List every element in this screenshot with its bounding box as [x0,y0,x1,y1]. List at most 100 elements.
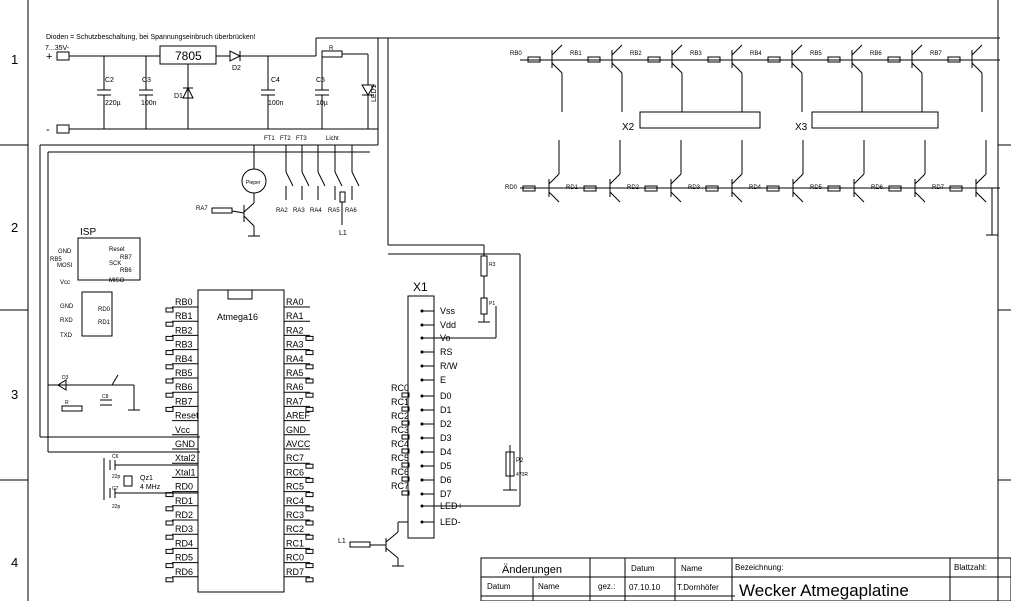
mcu-pin-label: RA2 [286,325,304,335]
lcd-pin-label: D7 [440,489,452,499]
mcu-pin-label: Reset [175,411,199,421]
l1-label: L1 [339,230,347,237]
mcu-right-pins: RA0RA1RA2RA3RA4RA5RA6RA7AREFGNDAVCCRC7RC… [284,297,314,583]
d2-label: D2 [232,65,241,72]
lcd-contrast: R3 P1 P2 470R L1 [338,244,528,567]
mcu-pin-label: RB1 [175,311,193,321]
mcu-pin-label: RD4 [175,538,193,548]
svg-text:R: R [65,400,69,406]
lcd-pins: VssVddVoRSR/WED0D1D2D3D4D5D6D7LED+LED-RC… [391,306,463,527]
svg-text:RB6: RB6 [120,268,132,274]
mcu-pin-label: GND [175,439,196,449]
title-block: Änderungen Datum Name Datum Name gez.: 0… [480,557,1011,601]
serial-header [81,291,113,337]
svg-text:SCK: SCK [109,261,121,267]
ft2-label: FT2 [280,136,291,142]
mcu-pin-label: RC3 [286,510,304,520]
plus-label: + [46,51,52,63]
note-text: Dioden = Schutzbeschaltung, bei Spannung… [46,34,256,41]
lcd-pin-label: D6 [440,475,452,485]
x2-label: X2 [622,122,635,133]
svg-text:T.Dornhöfer: T.Dornhöfer [677,583,719,592]
mcu-pin-label: AVCC [286,439,311,449]
rd-label: RD7 [932,185,945,191]
row-label: 4 [11,555,18,570]
row-label: 1 [11,52,18,67]
mcu-pin-label: RB2 [175,325,193,335]
mcu-pin-label: RC7 [286,453,304,463]
mcu-atmega16: Atmega16 [197,289,285,593]
lcd-pin-label: R/W [440,361,458,371]
sw-ra5: RA5 [328,208,340,214]
lcd-x1: X1 [407,280,435,539]
lcd-pin-label: Vss [440,306,456,316]
lcd-pin-label: D0 [440,391,452,401]
row-label: 3 [11,387,18,402]
c4-value: 100n [268,100,284,107]
row-label: 2 [11,220,18,235]
mcu-pin-label: RA3 [286,340,304,350]
c2-label: C2 [105,77,114,84]
mcu-pin-label: RC1 [286,538,304,548]
bottom-driver-row [520,187,1000,236]
svg-text:22p: 22p [112,474,121,480]
c4-label: C4 [271,77,280,84]
rb-label: RB7 [930,51,942,57]
svg-text:TXD: TXD [60,333,73,339]
mcu-name: Atmega16 [217,312,258,322]
lcd-pin-label: RS [440,347,453,357]
mcu-pin-label: AREF [286,411,311,421]
svg-text:22p: 22p [112,504,121,510]
row-labels: 1 2 3 4 [11,52,18,570]
svg-text:RD0: RD0 [98,307,111,313]
svg-text:GND: GND [60,304,74,310]
sw-ra4: RA4 [310,208,322,214]
connector-x3: X3 [795,111,939,133]
mcu-pin-label: RB4 [175,354,193,364]
lcd-rc-label: RC5 [391,453,409,463]
rb-label: RB6 [870,51,882,57]
lcd-rc-label: RC4 [391,439,409,449]
ft3-label: FT3 [296,136,307,142]
mcu-left-pins: RB0RB1RB2RB3RB4RB5RB6RB7ResetVccGNDXtal2… [165,297,199,583]
svg-text:C8: C8 [102,394,109,400]
lcd-rc-label: RC0 [391,383,409,393]
lcd-pin-label: D1 [440,405,452,415]
lcd-pin-label: Vdd [440,320,456,330]
lcd-rc-label: RC1 [391,397,409,407]
lcd-pin-label: LED- [440,517,461,527]
mcu-pin-label: RD0 [175,482,193,492]
mcu-pin-label: GND [286,425,307,435]
c3-value: 100n [141,100,157,107]
lcd-pin-label: D2 [440,419,452,429]
pieper-label: Pieper [246,180,261,186]
licht-label: Licht [326,136,339,142]
rd-label: RD1 [566,185,579,191]
crystal-name: Qz1 [140,475,153,482]
regulator-label: 7805 [175,49,202,63]
rd-label: RD4 [749,185,762,191]
mcu-pin-label: RB7 [175,396,193,406]
r-label: R [329,46,334,52]
mcu-pin-label: RD7 [286,567,304,577]
lcd-rc-label: RC6 [391,467,409,477]
svg-text:C6: C6 [112,454,119,460]
c2-value: 220µ [105,100,121,107]
rd-label: RD3 [688,185,701,191]
c5-label: C5 [316,77,325,84]
mcu-pin-label: RC4 [286,496,304,506]
lcd-pin-label: D3 [440,433,452,443]
svg-text:RD1: RD1 [98,320,111,326]
mcu-pin-label: RA4 [286,354,304,364]
lcd-pin-label: D5 [440,461,452,471]
led1-label: LED1 [371,84,378,102]
rd-label: RD2 [627,185,640,191]
lcd-pin-label: D4 [440,447,452,457]
x3-label: X3 [795,122,808,133]
sw-ra2: RA2 [276,208,288,214]
mcu-pin-label: Xtal2 [175,453,196,463]
svg-text:Reset: Reset [109,247,125,253]
